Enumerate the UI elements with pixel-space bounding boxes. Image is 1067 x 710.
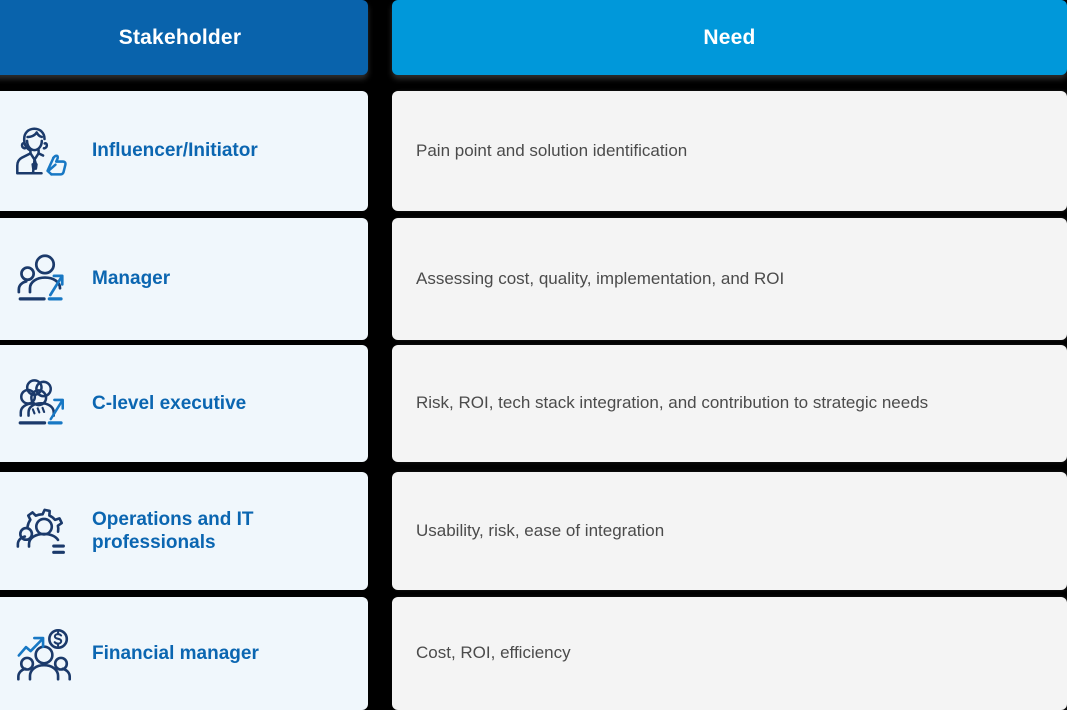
stakeholder-label: Manager (92, 268, 171, 290)
two-people-arrow-up-icon (14, 248, 76, 310)
people-gear-icon (14, 500, 76, 562)
table-row-stakeholder-5: Financial manager (0, 597, 368, 710)
table-row-need-1: Pain point and solution identification (392, 91, 1067, 211)
table-row-stakeholder-1: Influencer/Initiator (0, 91, 368, 211)
table-row-stakeholder-3: C-level executive (0, 345, 368, 462)
people-group-arrow-up-icon (14, 373, 76, 435)
stakeholder-label: Influencer/Initiator (92, 140, 258, 162)
table-row-stakeholder-4: Operations and IT professionals (0, 472, 368, 590)
need-label: Cost, ROI, efficiency (416, 643, 571, 663)
table-row-stakeholder-2: Manager (0, 218, 368, 340)
header-cell-stakeholder: Stakeholder (0, 0, 368, 75)
need-label: Usability, risk, ease of integration (416, 520, 665, 540)
stakeholder-label: Financial manager (92, 642, 259, 664)
header-label-stakeholder: Stakeholder (118, 25, 242, 49)
need-label: Risk, ROI, tech stack integration, and c… (416, 393, 929, 413)
people-chart-dollar-icon (14, 623, 76, 685)
table-row-need-5: Cost, ROI, efficiency (392, 597, 1067, 710)
stakeholder-label: Operations and IT professionals (92, 508, 254, 553)
table-row-need-2: Assessing cost, quality, implementation,… (392, 218, 1067, 340)
header-cell-need: Need (392, 0, 1067, 75)
businessperson-thumbsup-icon (14, 120, 76, 182)
table-row-need-4: Usability, risk, ease of integration (392, 472, 1067, 590)
table-row-need-3: Risk, ROI, tech stack integration, and c… (392, 345, 1067, 462)
need-label: Pain point and solution identification (416, 140, 688, 160)
stakeholder-label: C-level executive (92, 392, 247, 414)
header-label-need: Need (703, 25, 756, 49)
need-label: Assessing cost, quality, implementation,… (416, 268, 785, 288)
